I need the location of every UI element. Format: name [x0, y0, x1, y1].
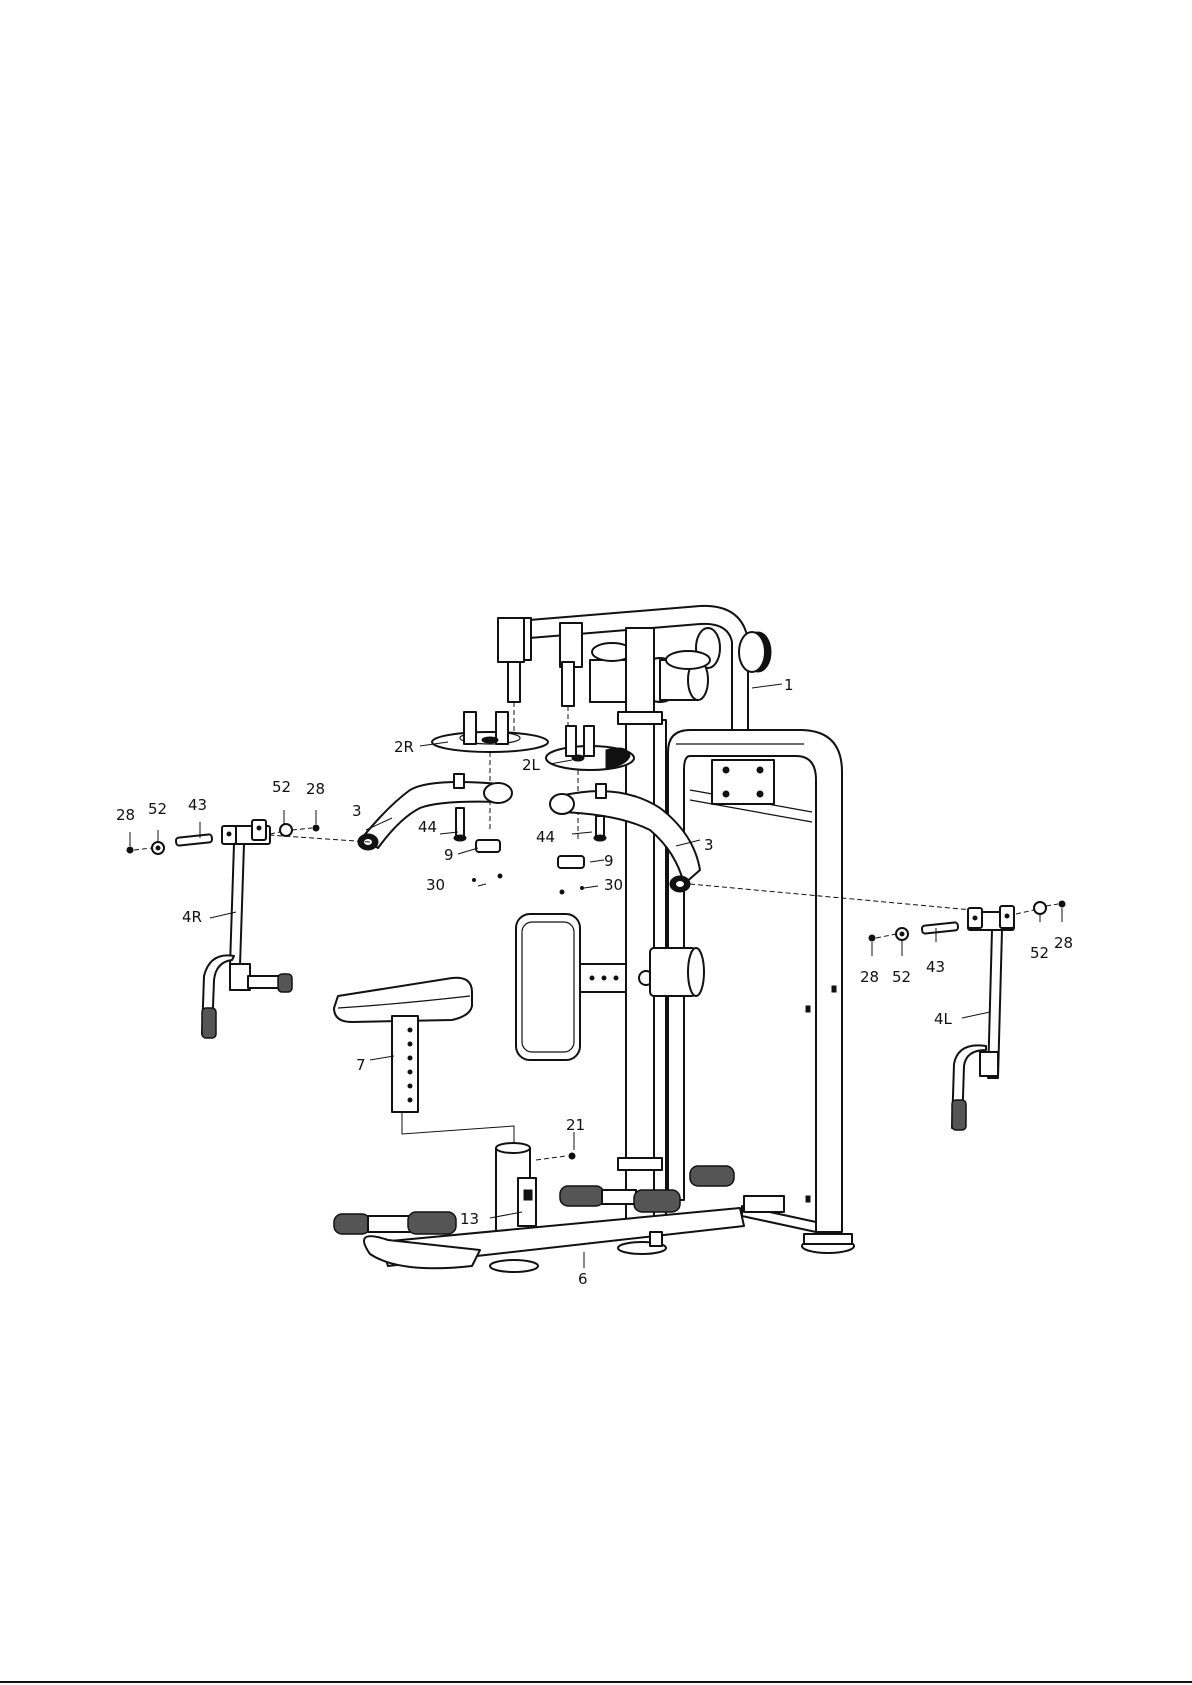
callout-44-left: 44 — [536, 828, 555, 846]
callout-52-2: 52 — [272, 778, 291, 796]
bushings — [473, 840, 585, 894]
callout-21: 21 — [566, 1116, 585, 1134]
callout-2R: 2R — [394, 738, 414, 756]
callout-28-1: 28 — [116, 806, 135, 824]
pop-pin-assembly — [536, 1153, 575, 1160]
callout-30-left: 30 — [604, 876, 623, 894]
callout-52-1: 52 — [148, 800, 167, 818]
callout-13: 13 — [460, 1210, 479, 1228]
callout-43-right: 43 — [188, 796, 207, 814]
callout-6: 6 — [578, 1270, 588, 1288]
callout-2L: 2L — [522, 756, 541, 774]
callout-52-3: 52 — [892, 968, 911, 986]
callout-1: 1 — [784, 676, 794, 694]
callout-28-4: 28 — [1054, 934, 1073, 952]
handle-arm-4R — [127, 820, 370, 1038]
callout-7: 7 — [356, 1056, 366, 1074]
callout-28-2: 28 — [306, 780, 325, 798]
callout-3-left: 3 — [704, 836, 714, 854]
callout-43-left: 43 — [926, 958, 945, 976]
handle-arm-4L — [690, 884, 1065, 1130]
base-frame — [334, 1143, 784, 1272]
callout-52-4: 52 — [1030, 944, 1049, 962]
callout-9-left: 9 — [604, 852, 614, 870]
callout-3-right: 3 — [352, 802, 362, 820]
callout-4R: 4R — [182, 908, 202, 926]
callout-44-right: 44 — [418, 818, 437, 836]
callout-9-right: 9 — [444, 846, 454, 864]
callout-28-3: 28 — [860, 968, 879, 986]
callout-30-right: 30 — [426, 876, 445, 894]
swing-arm-right — [358, 774, 512, 850]
callout-4L: 4L — [934, 1010, 953, 1028]
